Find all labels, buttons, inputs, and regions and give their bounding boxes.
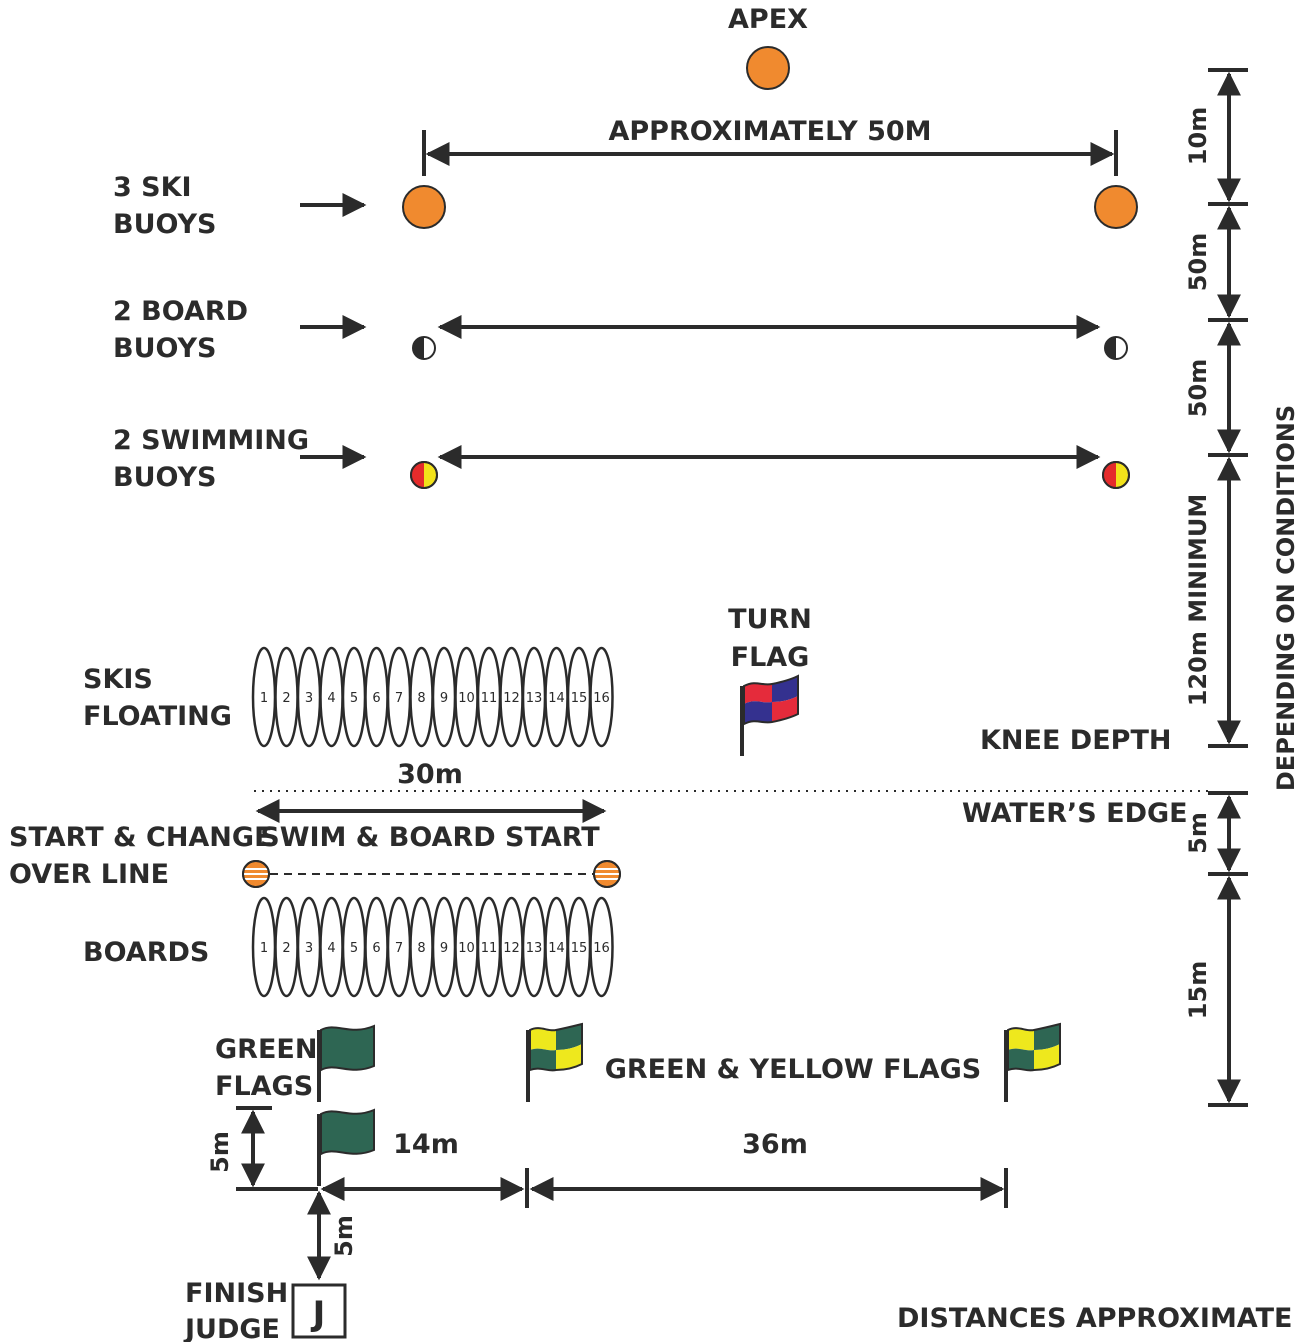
apex-label: APEX bbox=[728, 4, 808, 35]
ski-lane-number: 6 bbox=[372, 691, 380, 706]
right-dimension-ticks bbox=[1208, 68, 1248, 1107]
board-lane-number: 12 bbox=[503, 941, 520, 956]
fourteen-m-label: 14m bbox=[393, 1129, 459, 1160]
finish-judge-letter: J bbox=[311, 1294, 326, 1334]
skis-floating-label-1: SKIS bbox=[83, 664, 153, 695]
right-120m-label: 120m MINIMUM bbox=[1184, 494, 1212, 707]
ski-lane-number: 13 bbox=[526, 691, 543, 706]
boards-label: BOARDS bbox=[83, 937, 209, 968]
right-5m-label: 5m bbox=[1184, 812, 1212, 854]
ski-lane-number: 11 bbox=[481, 691, 498, 706]
board-lane-number: 2 bbox=[282, 941, 290, 956]
ski-lane-number: 14 bbox=[548, 691, 565, 706]
ski-lane-number: 2 bbox=[282, 691, 290, 706]
right-50m-label-a: 50m bbox=[1184, 233, 1212, 291]
board-buoys-label-2: BUOYS bbox=[113, 333, 217, 364]
waters-edge-label: WATER’S EDGE bbox=[962, 798, 1188, 829]
finish-judge-label-1: FINISH bbox=[185, 1278, 288, 1309]
green-flag-finish bbox=[317, 1108, 375, 1186]
right-10m-label: 10m bbox=[1184, 107, 1212, 165]
green-flags-label-1: GREEN bbox=[215, 1034, 317, 1065]
green-yellow-flag-left bbox=[526, 1022, 583, 1102]
board-lane-number: 13 bbox=[526, 941, 543, 956]
ski-buoys-label-1: 3 SKI bbox=[113, 172, 192, 203]
start-change-label-2: OVER LINE bbox=[9, 859, 169, 890]
finish-judge-label-2: JUDGE bbox=[183, 1314, 280, 1342]
knee-depth-label: KNEE DEPTH bbox=[980, 725, 1171, 756]
ski-lane-number: 9 bbox=[440, 691, 448, 706]
green-flags-label-2: FLAGS bbox=[215, 1071, 313, 1102]
board-ellipse bbox=[589, 896, 614, 998]
board-lane-number: 6 bbox=[372, 941, 380, 956]
board-lane-number: 1 bbox=[260, 941, 268, 956]
green-flag-upper bbox=[317, 1024, 375, 1102]
start-line-marker-right bbox=[593, 860, 621, 888]
skis-floating-label-2: FLOATING bbox=[83, 701, 232, 732]
ski-lane-number: 10 bbox=[458, 691, 475, 706]
right-15m-label: 15m bbox=[1184, 961, 1212, 1019]
swim-buoy-left bbox=[410, 461, 438, 489]
turn-flag-label-2: FLAG bbox=[731, 642, 810, 673]
ski-lane-number: 8 bbox=[417, 691, 425, 706]
board-lane-number: 9 bbox=[440, 941, 448, 956]
swim-buoys-label-1: 2 SWIMMING bbox=[113, 425, 309, 456]
swim-board-start-label: SWIM & BOARD START bbox=[260, 822, 600, 853]
green-yellow-flags-label: GREEN & YELLOW FLAGS bbox=[605, 1054, 982, 1085]
turn-flag-label-1: TURN bbox=[728, 604, 812, 635]
thirty-m-label: 30m bbox=[397, 759, 463, 790]
ski-ellipse bbox=[589, 646, 614, 748]
ski-buoy-left bbox=[402, 185, 446, 229]
board-lane-number: 7 bbox=[395, 941, 403, 956]
finish-judge-5m-label: 5m bbox=[330, 1215, 358, 1257]
board-lane-number: 14 bbox=[548, 941, 565, 956]
board-buoy-right bbox=[1104, 336, 1128, 360]
green-yellow-flag-right bbox=[1004, 1022, 1061, 1102]
ski-lane-number: 12 bbox=[503, 691, 520, 706]
ski-buoy-right bbox=[1094, 185, 1138, 229]
approx-50m-label: APPROXIMATELY 50M bbox=[608, 116, 931, 147]
right-50m-label-b: 50m bbox=[1184, 359, 1212, 417]
ski-lane-number: 15 bbox=[571, 691, 588, 706]
ski-lane-number: 3 bbox=[305, 691, 313, 706]
flag-spacing-5m-label: 5m bbox=[206, 1131, 234, 1173]
board-buoys-label-1: 2 BOARD bbox=[113, 296, 248, 327]
board-lane-number: 11 bbox=[481, 941, 498, 956]
swim-buoys-label-2: BUOYS bbox=[113, 462, 217, 493]
ski-lane-number: 16 bbox=[593, 691, 610, 706]
ski-lane-number: 4 bbox=[327, 691, 335, 706]
swim-buoy-right bbox=[1102, 461, 1130, 489]
start-line-marker-left bbox=[242, 860, 270, 888]
board-lane-number: 10 bbox=[458, 941, 475, 956]
start-change-label-1: START & CHANGE bbox=[9, 822, 273, 853]
ski-lane-number: 5 bbox=[350, 691, 358, 706]
board-lane-number: 4 bbox=[327, 941, 335, 956]
distances-approx-label: DISTANCES APPROXIMATE bbox=[897, 1303, 1292, 1334]
thirtysix-m-label: 36m bbox=[742, 1129, 808, 1160]
board-lane-number: 3 bbox=[305, 941, 313, 956]
ski-lane-number: 7 bbox=[395, 691, 403, 706]
ski-lane-number: 1 bbox=[260, 691, 268, 706]
board-buoy-left bbox=[412, 336, 436, 360]
turn-flag bbox=[740, 674, 799, 756]
board-lane-number: 5 bbox=[350, 941, 358, 956]
apex-buoy bbox=[746, 46, 790, 90]
board-lane-number: 8 bbox=[417, 941, 425, 956]
board-lane-number: 16 bbox=[593, 941, 610, 956]
board-lane-number: 15 bbox=[571, 941, 588, 956]
depending-on-conditions-label: DEPENDING ON CONDITIONS bbox=[1272, 405, 1300, 791]
ski-buoys-label-2: BUOYS bbox=[113, 209, 217, 240]
finish-judge-box bbox=[291, 1283, 347, 1339]
